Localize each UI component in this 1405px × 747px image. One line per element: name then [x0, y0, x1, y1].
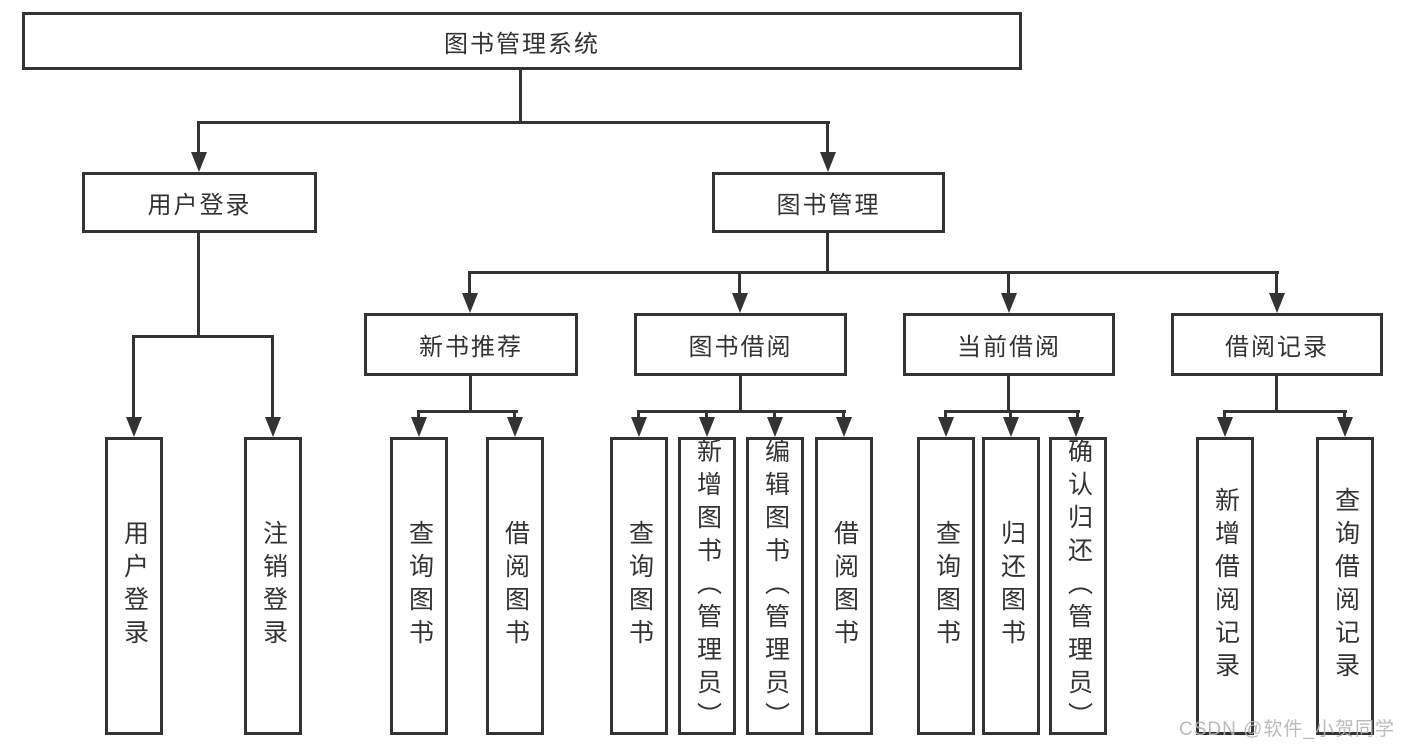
node-label: 编辑图书（管理员）	[761, 437, 790, 735]
connector-vline	[842, 410, 845, 419]
arrowhead-down-icon	[631, 417, 647, 437]
arrowhead-down-icon	[1003, 417, 1019, 437]
arrowhead-down-icon	[938, 417, 954, 437]
node-label: 当前借阅	[957, 334, 1061, 361]
arrowhead-down-icon	[126, 417, 142, 437]
connector-vline	[944, 410, 947, 419]
connector-vline	[826, 121, 829, 154]
arrowhead-down-icon	[507, 417, 523, 437]
leaf-return-book: 归还图书	[982, 437, 1040, 735]
leaf-edit-book-admin: 编辑图书（管理员）	[746, 437, 804, 735]
node-label: 新增借阅记录	[1211, 487, 1240, 685]
arrowhead-down-icon	[265, 417, 281, 437]
node-label: 图书借阅	[688, 334, 793, 361]
connector-hline	[468, 271, 1279, 274]
leaf-confirm-return-admin: 确认归还（管理员）	[1049, 437, 1107, 735]
leaf-recommend-query-book: 查询图书	[390, 437, 448, 735]
node-label: 新书推荐	[419, 334, 523, 361]
leaf-current-query-book: 查询图书	[917, 437, 975, 735]
node-label: 借阅图书	[830, 520, 859, 652]
connector-vline	[1343, 410, 1346, 419]
connector-hline	[197, 121, 830, 124]
connector-vline	[739, 376, 742, 412]
watermark: CSDN @软件_小贺同学	[1179, 719, 1395, 740]
arrowhead-down-icon	[1001, 293, 1017, 313]
node-label: 查询图书	[625, 520, 654, 652]
leaf-query-borrow-record: 查询借阅记录	[1316, 437, 1374, 735]
node-label: 查询图书	[405, 520, 434, 652]
arrowhead-down-icon	[191, 152, 207, 172]
node-label: 查询图书	[932, 520, 961, 652]
node-label: 归还图书	[997, 520, 1026, 652]
connector-vline	[271, 335, 274, 419]
connector-vline	[773, 410, 776, 419]
connector-vline	[519, 69, 522, 123]
node-book-management: 图书管理	[712, 172, 945, 233]
node-borrowing-records: 借阅记录	[1171, 313, 1383, 376]
connector-hline	[132, 335, 274, 338]
leaf-add-borrow-record: 新增借阅记录	[1196, 437, 1254, 735]
connector-vline	[637, 410, 640, 419]
connector-hline	[1223, 410, 1347, 413]
leaf-logout: 注销登录	[244, 437, 302, 735]
node-current-borrowing: 当前借阅	[903, 313, 1115, 376]
arrowhead-down-icon	[836, 417, 852, 437]
connector-vline	[1009, 410, 1012, 419]
node-label: 图书管理系统	[444, 30, 600, 58]
node-label: 确认归还（管理员）	[1064, 437, 1093, 735]
leaf-recommend-borrow-book: 借阅图书	[486, 437, 544, 735]
node-library-management-system: 图书管理系统	[22, 12, 1022, 70]
connector-vline	[1007, 271, 1010, 295]
connector-vline	[468, 271, 471, 295]
node-new-book-recommend: 新书推荐	[364, 313, 578, 376]
leaf-user-login: 用户登录	[105, 437, 163, 735]
node-book-borrowing: 图书借阅	[634, 313, 847, 376]
connector-vline	[417, 410, 420, 419]
node-label: 查询借阅记录	[1331, 487, 1360, 685]
connector-hline	[417, 410, 518, 413]
connector-vline	[197, 121, 200, 154]
connector-hline	[637, 410, 846, 413]
arrowhead-down-icon	[1269, 293, 1285, 313]
arrowhead-down-icon	[732, 293, 748, 313]
arrowhead-down-icon	[411, 417, 427, 437]
node-label: 借阅记录	[1225, 334, 1329, 361]
arrowhead-down-icon	[1217, 417, 1233, 437]
arrowhead-down-icon	[820, 152, 836, 172]
connector-vline	[197, 233, 200, 337]
node-label: 借阅图书	[501, 520, 530, 652]
arrowhead-down-icon	[1068, 417, 1084, 437]
connector-vline	[132, 335, 135, 419]
arrowhead-down-icon	[462, 293, 478, 313]
connector-vline	[1275, 376, 1278, 412]
arrowhead-down-icon	[1337, 417, 1353, 437]
connector-vline	[1076, 410, 1079, 419]
node-label: 注销登录	[259, 520, 288, 652]
connector-hline	[944, 410, 1080, 413]
node-label: 新增图书（管理员）	[693, 437, 722, 735]
node-label: 用户登录	[147, 192, 252, 219]
node-user-login: 用户登录	[82, 172, 317, 233]
node-label: 图书管理	[776, 192, 881, 219]
connector-vline	[705, 410, 708, 419]
arrowhead-down-icon	[699, 417, 715, 437]
leaf-borrowing-query-book: 查询图书	[610, 437, 668, 735]
connector-vline	[469, 376, 472, 412]
connector-vline	[1275, 271, 1278, 295]
leaf-borrow-book: 借阅图书	[815, 437, 873, 735]
node-label: 用户登录	[120, 520, 149, 652]
connector-vline	[513, 410, 516, 419]
connector-vline	[1007, 376, 1010, 412]
leaf-add-book-admin: 新增图书（管理员）	[678, 437, 736, 735]
connector-vline	[738, 271, 741, 295]
arrowhead-down-icon	[767, 417, 783, 437]
connector-vline	[826, 233, 829, 273]
connector-vline	[1223, 410, 1226, 419]
